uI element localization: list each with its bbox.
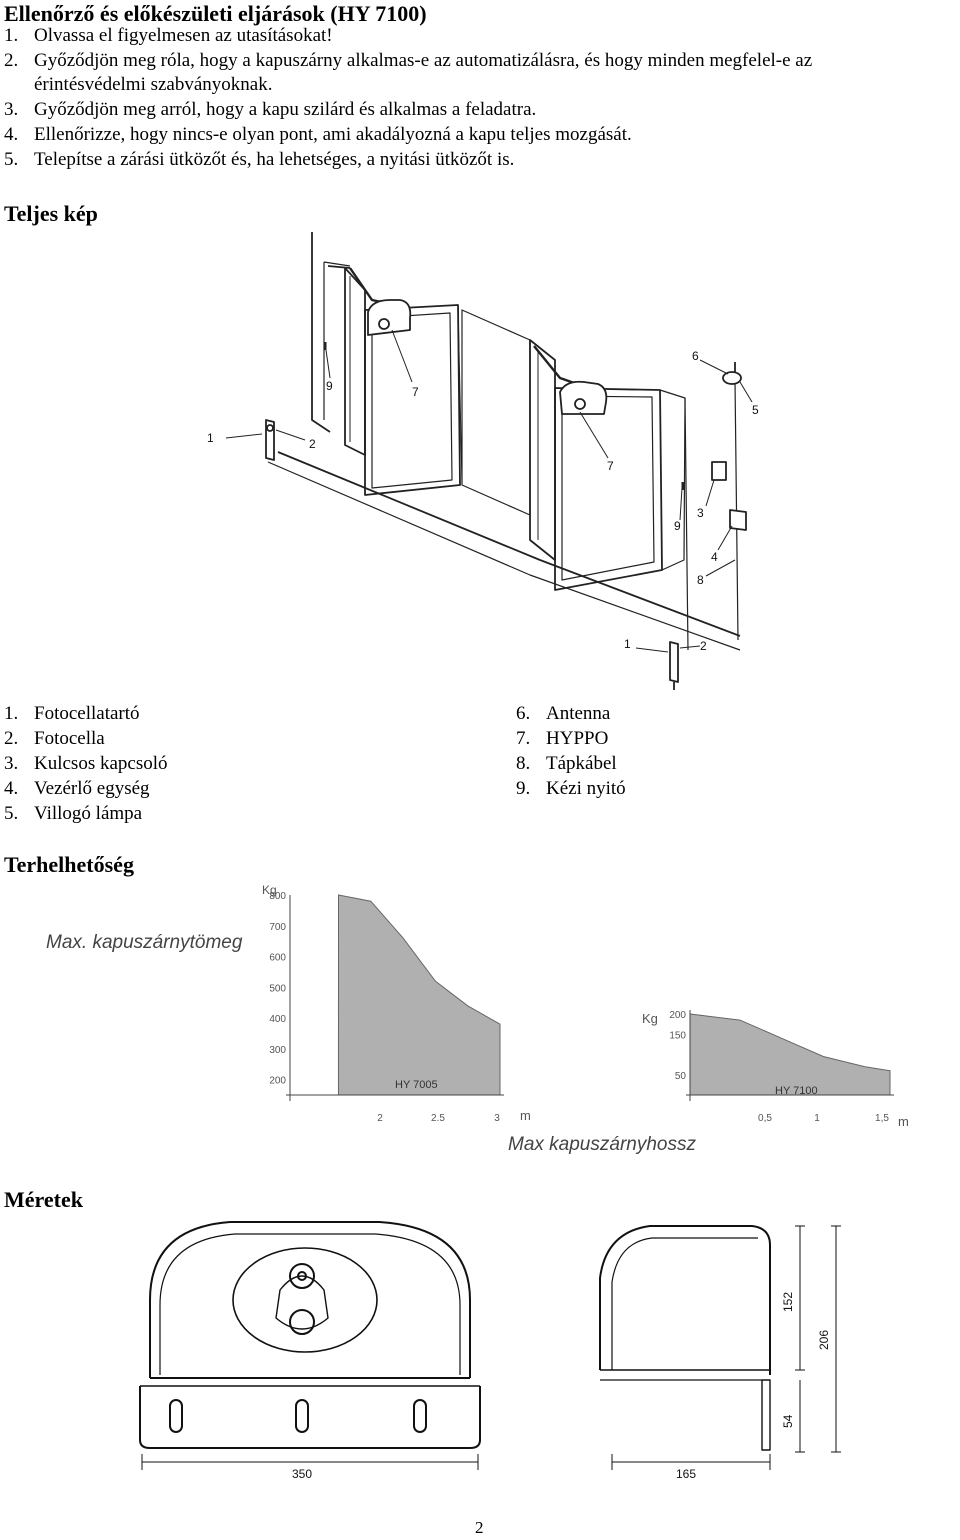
callout-9: 9: [326, 379, 333, 393]
legend-item: 4.Vezérlő egység: [4, 778, 150, 799]
y-tick-label: 800: [269, 891, 286, 902]
gate-installation-illustration: 1 2 9 7 6 5 7 9 3 4 8 1 2: [207, 232, 759, 690]
y-tick-label: 200: [669, 1010, 686, 1021]
area-series: [689, 1013, 891, 1096]
x-tick-label: 2: [377, 1113, 383, 1124]
y-tick-label: 50: [675, 1071, 687, 1082]
callout-1b: 1: [624, 637, 631, 651]
dims-title: Méretek: [4, 1187, 83, 1212]
legend-item: 3.Kulcsos kapcsoló: [4, 753, 168, 774]
max-length-label: Max kapuszárnyhossz: [508, 1134, 696, 1155]
y-axis-label: Kg: [262, 883, 277, 897]
legend-item: 8.Tápkábel: [516, 753, 617, 774]
overview-title: Teljes kép: [4, 201, 98, 226]
x-tick-label: 2.5: [431, 1113, 445, 1124]
callout-2: 2: [309, 437, 316, 451]
list-item: 5.Telepítse a zárási ütközőt és, ha lehe…: [4, 149, 515, 170]
checks-title: Ellenőrző és előkészületi eljárások (HY …: [4, 1, 427, 26]
legend-item: 5.Villogó lámpa: [4, 803, 143, 824]
callout-8: 8: [697, 573, 704, 587]
dim-height-upper: 152: [781, 1292, 795, 1312]
callout-6: 6: [692, 349, 699, 363]
legend-item: 9.Kézi nyitó: [516, 778, 626, 799]
dim-width: 350: [292, 1467, 312, 1481]
dimension-drawings: 350 165 152 206 54: [139, 1221, 841, 1481]
list-item: 3.Győződjön meg arról, hogy a kapu szilá…: [4, 99, 537, 120]
callout-5: 5: [752, 403, 759, 417]
legend-item: 6.Antenna: [516, 703, 611, 724]
y-axis-label: Kg: [642, 1011, 658, 1026]
y-tick-label: 200: [269, 1076, 286, 1087]
area-series: [337, 894, 501, 1096]
page-number: 2: [475, 1518, 484, 1537]
callout-2b: 2: [700, 639, 707, 653]
list-item: 4.Ellenőrizze, hogy nincs-e olyan pont, …: [4, 124, 632, 145]
dim-height-lower: 54: [781, 1414, 795, 1428]
x-tick-label: 1,5: [875, 1113, 889, 1124]
chart-hy7100: Kg m 200 150 50 0,5 1 1,5 HY 7100: [642, 1010, 909, 1129]
legend-item: 2.Fotocella: [4, 728, 105, 749]
legend-item: 7.HYPPO: [516, 728, 609, 749]
callout-3: 3: [697, 506, 704, 520]
legend-item: 1.Fotocellatartó: [4, 703, 140, 724]
series-label: HY 7100: [775, 1085, 818, 1097]
dim-depth: 165: [676, 1467, 696, 1481]
dim-height-total: 206: [817, 1330, 831, 1350]
callout-1: 1: [207, 431, 214, 445]
x-axis-label: m: [520, 1108, 531, 1123]
y-tick-label: 700: [269, 922, 286, 933]
callout-4: 4: [711, 550, 718, 564]
x-tick-label: 1: [814, 1113, 820, 1124]
y-tick-label: 600: [269, 953, 286, 964]
axis-lines: [286, 895, 504, 1101]
y-tick-label: 150: [669, 1030, 686, 1041]
chart-hy7005: Kg m 800 700 600 500 400 300 200 2 2.5 3 HY 7005: [262, 883, 531, 1124]
max-weight-label: Max. kapuszárnytömeg: [46, 932, 243, 953]
y-tick-label: 300: [269, 1045, 286, 1056]
x-tick-label: 0,5: [758, 1113, 772, 1124]
y-tick-label: 500: [269, 983, 286, 994]
y-tick-label: 400: [269, 1014, 286, 1025]
axis-lines: [686, 1010, 894, 1101]
list-item: 1.Olvassa el figyelmesen az utasításokat…: [4, 25, 333, 46]
x-axis-label: m: [898, 1114, 909, 1129]
callout-7b: 7: [607, 459, 614, 473]
load-title: Terhelhetőség: [4, 852, 134, 877]
callout-7: 7: [412, 385, 419, 399]
list-item: 2.Győződjön meg róla, hogy a kapuszárny …: [4, 50, 813, 71]
callout-9b: 9: [674, 519, 681, 533]
list-item-continuation: érintésvédelmi szabványoknak.: [34, 74, 273, 95]
series-label: HY 7005: [395, 1079, 438, 1091]
x-tick-label: 3: [494, 1113, 500, 1124]
load-charts: Max. kapuszárnytömeg Max kapuszárnyhossz…: [46, 883, 909, 1155]
